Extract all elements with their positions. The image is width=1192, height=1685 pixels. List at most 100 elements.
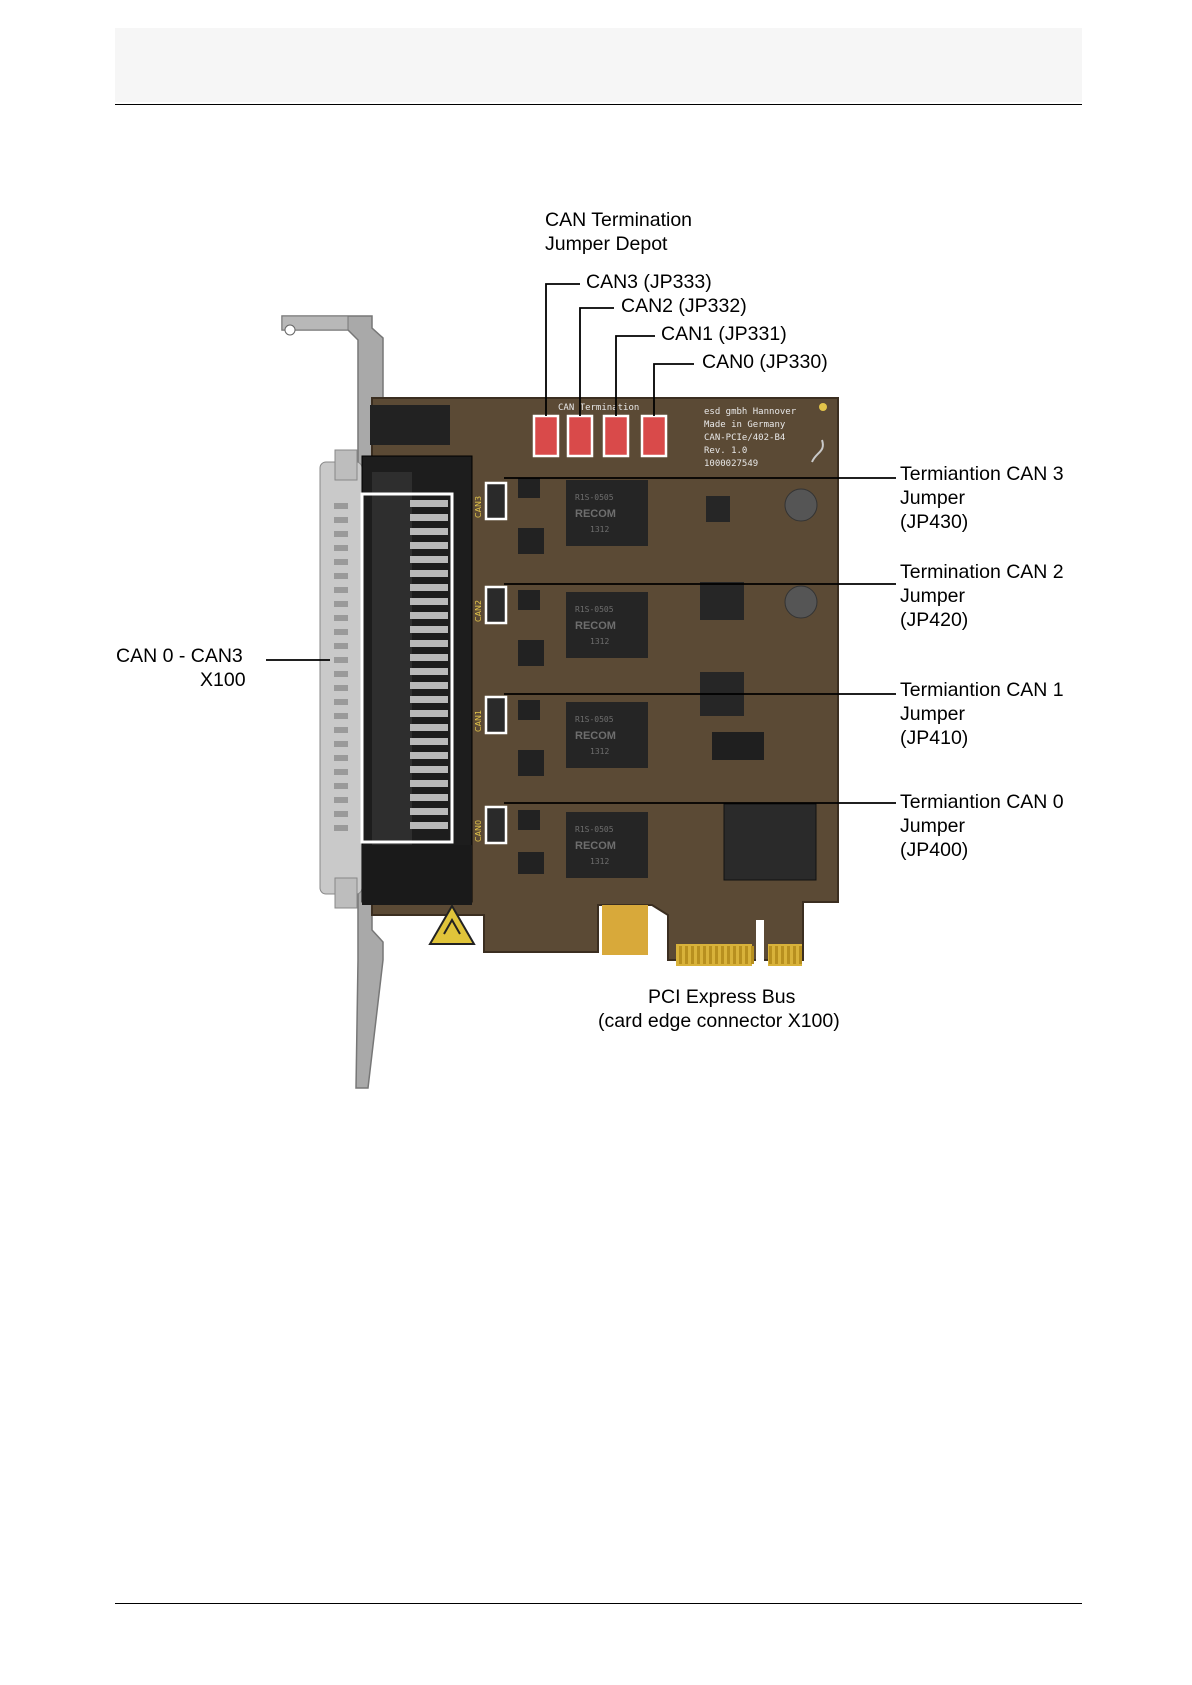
- dsub-pin: [410, 794, 448, 801]
- ic-u1: [700, 582, 744, 620]
- leader-can1-depot: [615, 335, 655, 416]
- silk-maker-2: Made in Germany: [704, 420, 786, 430]
- label-term-can3-1: Termiantion CAN 3: [900, 463, 1064, 485]
- depot-title-line1: CAN Termination: [545, 209, 693, 231]
- depot-jumper-jp332: [566, 414, 594, 458]
- dsub-shell-rib: [334, 769, 348, 775]
- dcdc-can1: [566, 702, 648, 768]
- leader-can0-depot: [653, 363, 694, 416]
- dsub-pin: [410, 752, 448, 759]
- chip-a2: [518, 590, 540, 610]
- dsub-pin: [410, 542, 448, 549]
- silk-maker-1: esd gmbh Hannover: [704, 407, 797, 417]
- gold-finger: [745, 946, 748, 964]
- dcdc-can1-text1: R1S-0505: [575, 715, 614, 724]
- esd-warning-icon: [428, 904, 476, 945]
- dsub-pin: [410, 654, 448, 661]
- chip-b2: [518, 640, 544, 666]
- gold-finger: [775, 946, 778, 964]
- silk-can1: CAN1: [474, 710, 483, 732]
- dsub-pin: [410, 570, 448, 577]
- ic-u3: [706, 496, 730, 522]
- gold-fingers: [679, 946, 802, 964]
- fpga-chip: [723, 803, 817, 881]
- dsub-shell-rib: [334, 755, 348, 761]
- dsub-pin: [410, 640, 448, 647]
- dsub-pin: [410, 766, 448, 773]
- leader-lines: [266, 283, 896, 804]
- chip-b3: [518, 528, 544, 554]
- footer-rule: [115, 1603, 1082, 1604]
- label-bus-2: (card edge connector X100): [598, 1010, 840, 1032]
- jumper-jp430: [484, 481, 508, 521]
- label-can0-depot: CAN0 (JP330): [702, 351, 828, 373]
- dsub-shell-rib: [334, 797, 348, 803]
- dsub-shell-rib: [334, 573, 348, 579]
- dsub-pin: [410, 738, 448, 745]
- silk-can2: CAN2: [474, 600, 483, 622]
- dsub-shell-rib: [334, 643, 348, 649]
- gold-finger: [733, 946, 736, 964]
- fiducial: [819, 403, 827, 411]
- jumper-jp420: [484, 585, 508, 625]
- dsub-pin: [410, 780, 448, 787]
- label-term-can0-3: (JP400): [900, 839, 969, 861]
- gold-finger: [715, 946, 718, 964]
- gold-finger: [781, 946, 784, 964]
- gold-finger: [685, 946, 688, 964]
- dsub-shell-rib: [334, 657, 348, 663]
- label-bus-1: PCI Express Bus: [648, 986, 796, 1008]
- ce-mark: [811, 439, 824, 463]
- dcdc-can1-text2: RECOM: [575, 730, 616, 742]
- gold-finger: [727, 946, 730, 964]
- dcdc-can2-text3: 1312: [590, 637, 609, 646]
- jumper-jp400: [484, 805, 508, 845]
- dcdc-can3-text1: R1S-0505: [575, 493, 614, 502]
- label-term-can3-3: (JP430): [900, 511, 969, 533]
- label-term-can1-1: Termiantion CAN 1: [900, 679, 1064, 701]
- dcdc-can3: [566, 480, 648, 546]
- gold-finger: [751, 946, 754, 964]
- gold-finger: [703, 946, 706, 964]
- jumper-jp410: [484, 695, 508, 735]
- label-term-can0-2: Jumper: [900, 815, 966, 837]
- dsub-pin: [410, 626, 448, 633]
- dsub-pin: [410, 724, 448, 731]
- label-connector-1: CAN 0 - CAN3: [116, 645, 243, 667]
- chip-a1: [518, 700, 540, 720]
- inductor-1: [784, 488, 818, 522]
- depot-jumper-jp333: [532, 414, 560, 458]
- dsub-shell-rib: [334, 825, 348, 831]
- gold-finger: [697, 946, 700, 964]
- gold-finger: [769, 946, 772, 964]
- gold-finger: [787, 946, 790, 964]
- dsub-connector: [319, 405, 473, 909]
- dsub-shell-rib: [334, 699, 348, 705]
- dsub-shell-rib: [334, 531, 348, 537]
- dsub-shell-rib: [334, 601, 348, 607]
- inductor-2: [784, 585, 818, 619]
- gold-finger: [691, 946, 694, 964]
- dsub-shell-rib: [334, 811, 348, 817]
- label-term-can2-2: Jumper: [900, 585, 966, 607]
- gold-finger: [793, 946, 796, 964]
- dcdc-can3-text2: RECOM: [575, 508, 616, 520]
- dcdc-can0: [566, 812, 648, 878]
- gold-finger: [721, 946, 724, 964]
- silk-maker-4: Rev. 1.0: [704, 446, 747, 456]
- connector-highlight-box: [360, 492, 454, 844]
- dcdc-can2-text1: R1S-0505: [575, 605, 614, 614]
- dsub-pin: [410, 612, 448, 619]
- dcdc-can2-text2: RECOM: [575, 620, 616, 632]
- dsub-pin: [410, 556, 448, 563]
- label-term-can0-1: Termiantion CAN 0: [900, 791, 1064, 813]
- gold-finger: [799, 946, 802, 964]
- silk-maker-5: 1000027549: [704, 459, 758, 469]
- dsub-shell-rib: [334, 517, 348, 523]
- gold-finger: [679, 946, 682, 964]
- label-connector-2: X100: [200, 669, 246, 691]
- dsub-shell-rib: [334, 713, 348, 719]
- chip-a3: [518, 478, 540, 498]
- silk-maker-3: CAN-PCIe/402-B4: [704, 433, 785, 443]
